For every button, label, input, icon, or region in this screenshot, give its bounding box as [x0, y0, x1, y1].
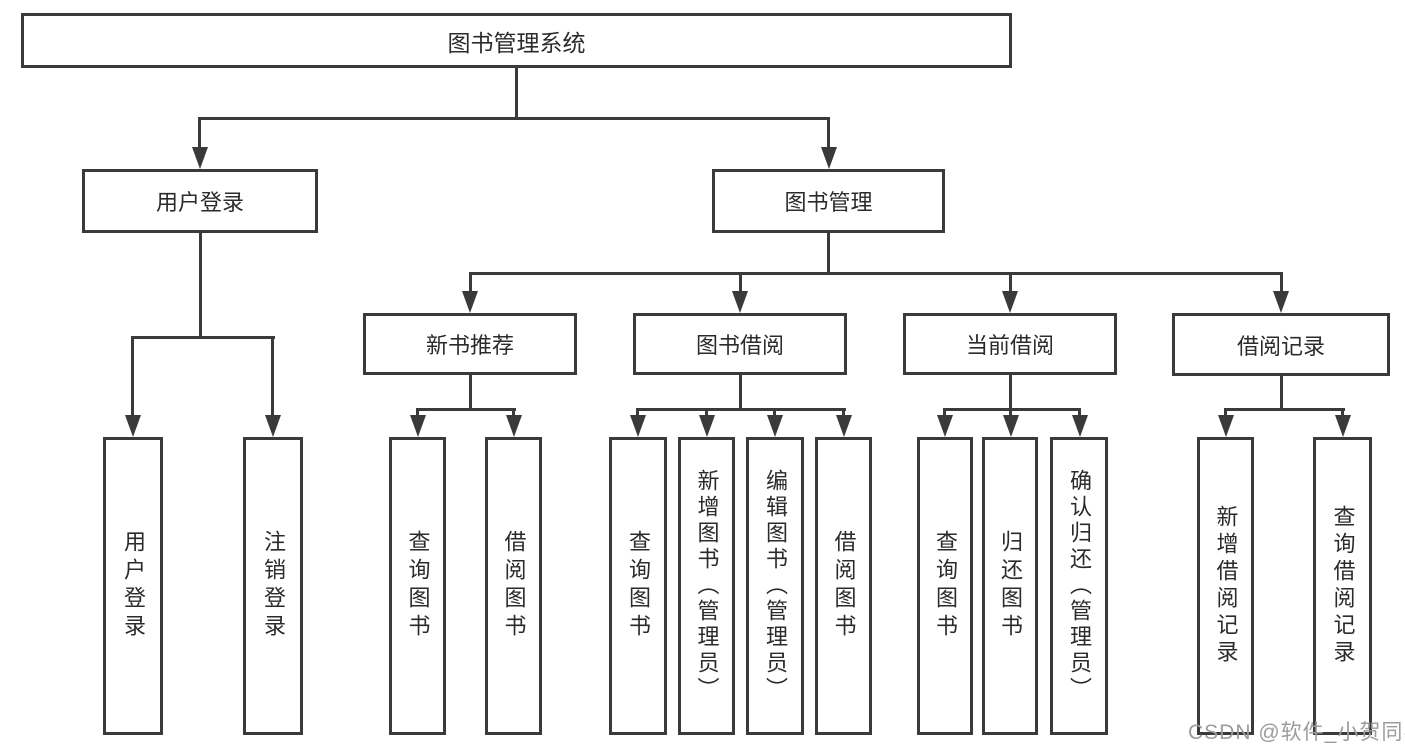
connector-line	[1341, 410, 1344, 416]
connector-line	[131, 336, 275, 339]
leaf-query-borrowing-record: 查询借阅记录	[1313, 437, 1372, 735]
connector-line	[1009, 410, 1012, 416]
connector-line	[705, 410, 708, 416]
connector-line	[773, 410, 776, 416]
connector-line	[469, 272, 1283, 275]
arrow-down-icon	[462, 291, 478, 313]
node-borrowing-records: 借阅记录	[1172, 313, 1390, 376]
arrow-down-icon	[732, 291, 748, 313]
arrow-down-icon	[265, 415, 281, 437]
leaf-query-books-current: 查询图书	[917, 437, 973, 735]
node-user-login: 用户登录	[82, 169, 318, 233]
arrow-down-icon	[192, 147, 208, 169]
leaf-query-books-borrowing: 查询图书	[609, 437, 667, 735]
leaf-edit-books-admin: 编辑图书（管理员）	[746, 437, 804, 735]
leaf-add-borrowing-record: 新增借阅记录	[1197, 437, 1254, 735]
connector-line	[131, 338, 134, 415]
connector-line	[739, 274, 742, 292]
node-book-borrowing: 图书借阅	[633, 313, 847, 375]
connector-line	[1224, 408, 1345, 411]
arrow-down-icon	[1072, 415, 1088, 437]
connector-line	[636, 410, 639, 416]
arrow-down-icon	[699, 415, 715, 437]
connector-line	[1280, 274, 1283, 292]
connector-line	[198, 117, 201, 148]
connector-line	[1009, 375, 1012, 408]
arrow-down-icon	[836, 415, 852, 437]
connector-line	[1078, 410, 1081, 416]
node-library-management-system: 图书管理系统	[21, 13, 1012, 68]
leaf-logout: 注销登录	[243, 437, 303, 735]
arrow-down-icon	[1002, 291, 1018, 313]
leaf-return-books: 归还图书	[982, 437, 1038, 735]
connector-line	[943, 408, 1081, 411]
connector-line	[416, 410, 419, 416]
connector-line	[199, 233, 202, 336]
arrow-down-icon	[821, 147, 837, 169]
arrow-down-icon	[125, 415, 141, 437]
arrow-down-icon	[1003, 415, 1019, 437]
connector-line	[636, 408, 846, 411]
arrow-down-icon	[1273, 291, 1289, 313]
node-current-borrowing: 当前借阅	[903, 313, 1117, 375]
connector-line	[1009, 274, 1012, 292]
connector-line	[469, 375, 472, 408]
csdn-watermark: CSDN @软件_小贺同学	[1188, 721, 1405, 744]
node-book-management: 图书管理	[712, 169, 945, 233]
connector-line	[943, 410, 946, 416]
connector-line	[515, 68, 518, 120]
leaf-user-login: 用户登录	[103, 437, 163, 735]
leaf-query-books-recommend: 查询图书	[389, 437, 446, 735]
arrow-down-icon	[1335, 415, 1351, 437]
arrow-down-icon	[410, 415, 426, 437]
arrow-down-icon	[506, 415, 522, 437]
connector-line	[1280, 376, 1283, 408]
connector-line	[198, 117, 830, 120]
arrow-down-icon	[1218, 415, 1234, 437]
connector-line	[1224, 410, 1227, 416]
connector-line	[469, 274, 472, 292]
leaf-confirm-return-admin: 确认归还（管理员）	[1050, 437, 1108, 735]
leaf-borrow-books-recommend: 借阅图书	[485, 437, 542, 735]
connector-line	[827, 117, 830, 148]
connector-line	[512, 410, 515, 416]
node-new-book-recommendation: 新书推荐	[363, 313, 577, 375]
connector-line	[827, 233, 830, 272]
arrow-down-icon	[937, 415, 953, 437]
connector-line	[842, 410, 845, 416]
connector-line	[416, 408, 516, 411]
leaf-borrow-books: 借阅图书	[815, 437, 872, 735]
connector-line	[739, 375, 742, 408]
arrow-down-icon	[630, 415, 646, 437]
connector-line	[271, 338, 274, 415]
leaf-add-books-admin: 新增图书（管理员）	[678, 437, 735, 735]
arrow-down-icon	[767, 415, 783, 437]
